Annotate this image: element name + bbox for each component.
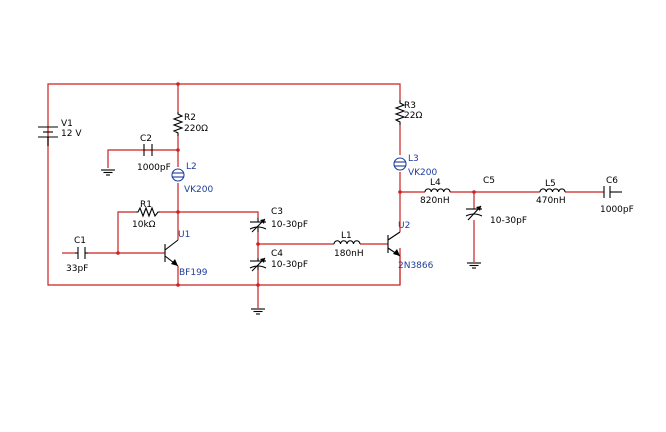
battery-V1[interactable]: V1 12 V: [38, 119, 82, 146]
label-L5-value: 470nH: [536, 196, 566, 206]
label-C4-value: 10-30pF: [271, 260, 308, 270]
label-L1-ref: L1: [341, 231, 352, 241]
label-R3-value: 22Ω: [404, 111, 422, 121]
label-L2-ref: L2: [186, 162, 197, 172]
capacitor-C2[interactable]: C2 1000pF: [137, 134, 171, 173]
transistor-U2[interactable]: U2 2N3866: [387, 221, 434, 285]
capacitor-C6[interactable]: C6 1000pF: [600, 176, 634, 215]
label-C4-ref: C4: [271, 249, 283, 259]
ground-symbol-c5: [466, 262, 482, 269]
label-L5-ref: L5: [545, 179, 556, 189]
label-C6-value: 1000pF: [600, 205, 634, 215]
label-V1-value: 12 V: [61, 129, 82, 139]
label-C3-ref: C3: [271, 207, 283, 217]
label-R2-ref: R2: [184, 113, 196, 123]
label-L3-value: VK200: [408, 168, 438, 178]
label-U2-value: 2N3866: [398, 261, 434, 271]
label-R1-value: 10kΩ: [132, 220, 156, 230]
wires: [47, 83, 604, 308]
ground-symbol-c2: [100, 169, 116, 176]
resistor-R3[interactable]: R3 22Ω: [394, 100, 422, 125]
label-C3-value: 10-30pF: [271, 220, 308, 230]
inductor-L1[interactable]: L1 180nH: [333, 231, 364, 259]
resistor-R1[interactable]: R1 10kΩ: [132, 200, 160, 230]
label-L2-value: VK200: [184, 185, 214, 195]
variable-capacitor-C4[interactable]: C4 10-30pF: [249, 249, 308, 272]
label-V1-ref: V1: [61, 119, 73, 129]
capacitor-C1[interactable]: C1 33pF: [66, 236, 88, 274]
inductor-L5[interactable]: L5 470nH: [536, 179, 566, 206]
label-L3-ref: L3: [408, 154, 419, 164]
label-L4-value: 820nH: [420, 196, 450, 206]
transistor-U1[interactable]: U1 BF199: [164, 230, 208, 278]
variable-capacitor-C5[interactable]: C5 10-30pF: [465, 176, 527, 226]
label-L1-value: 180nH: [334, 249, 364, 259]
label-C1-ref: C1: [74, 236, 86, 246]
ground-symbol-c4: [250, 308, 266, 315]
inductor-L4[interactable]: L4 820nH: [420, 178, 451, 206]
label-C2-ref: C2: [140, 134, 152, 144]
choke-L2[interactable]: L2 VK200: [171, 162, 214, 195]
label-L4-ref: L4: [430, 178, 441, 188]
label-U1-value: BF199: [179, 268, 208, 278]
resistor-R2[interactable]: R2 220Ω: [172, 112, 208, 136]
label-U1-ref: U1: [178, 230, 190, 240]
label-R3-ref: R3: [404, 101, 416, 111]
label-C5-value: 10-30pF: [490, 216, 527, 226]
label-R1-ref: R1: [140, 200, 152, 210]
junction-dots: [116, 82, 476, 287]
choke-L3[interactable]: L3 VK200: [393, 154, 438, 178]
label-U2-ref: U2: [398, 221, 410, 231]
label-R2-value: 220Ω: [184, 124, 208, 134]
label-C1-value: 33pF: [66, 264, 88, 274]
label-C6-ref: C6: [606, 176, 618, 186]
variable-capacitor-C3[interactable]: C3 10-30pF: [249, 207, 308, 233]
label-C2-value: 1000pF: [137, 163, 171, 173]
label-C5-ref: C5: [483, 176, 495, 186]
